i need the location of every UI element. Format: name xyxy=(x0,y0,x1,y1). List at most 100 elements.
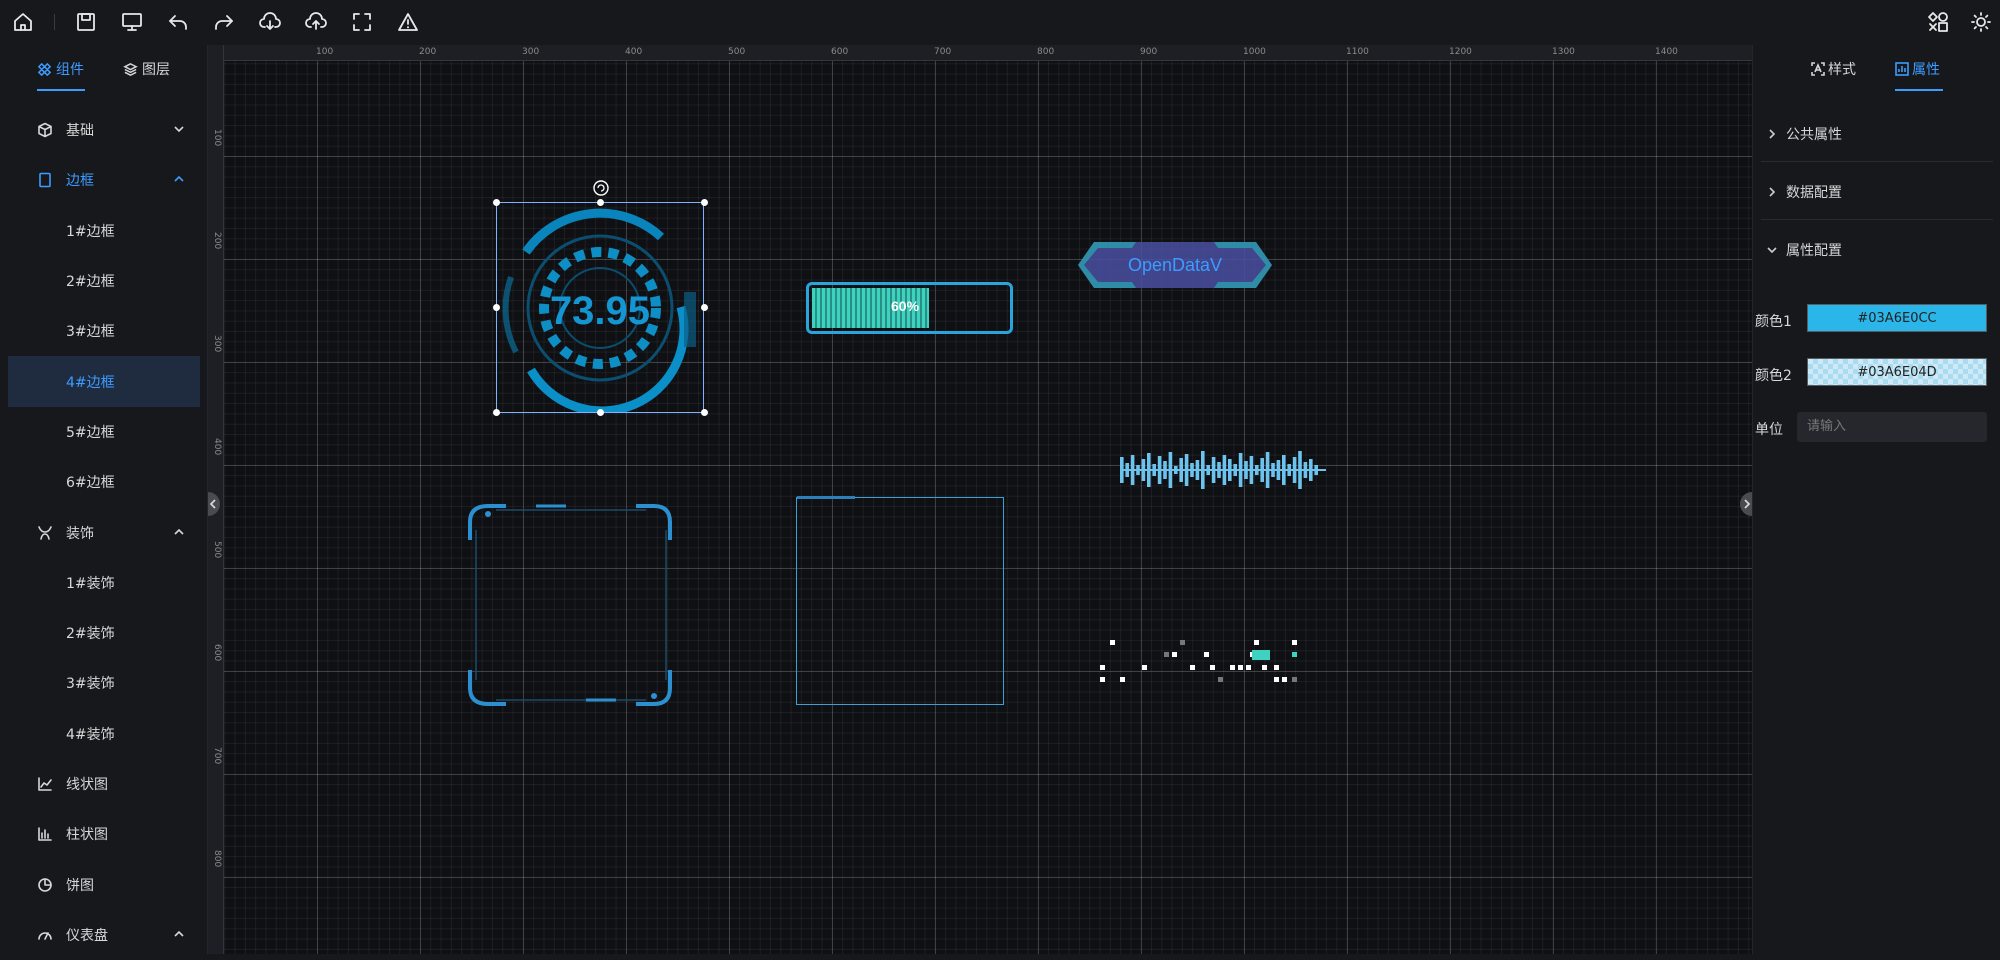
active-tab-indicator xyxy=(1895,89,1943,91)
unit-input[interactable]: 请输入 xyxy=(1797,412,1987,442)
border-frame-component-1[interactable] xyxy=(466,500,676,710)
menu-item-bar-chart[interactable]: 柱状图 xyxy=(0,809,208,859)
menu-label: 1#装饰 xyxy=(66,575,115,592)
design-canvas[interactable]: 0 100 200 300 400 500 600 700 800 900 10… xyxy=(208,45,1752,954)
canvas-grid xyxy=(208,45,1752,954)
undo-icon[interactable] xyxy=(164,8,192,36)
resize-handle[interactable] xyxy=(701,409,708,416)
save-icon[interactable] xyxy=(72,8,100,36)
menu-item-decoration-3[interactable]: 3#装饰 xyxy=(0,658,208,708)
dot xyxy=(1292,640,1297,645)
warning-icon[interactable] xyxy=(394,8,422,36)
resize-handle[interactable] xyxy=(597,409,604,416)
color2-value: #03A6E04D xyxy=(1857,364,1937,380)
chevron-down-icon xyxy=(172,122,188,138)
home-icon[interactable] xyxy=(9,8,37,36)
menu-label: 6#边框 xyxy=(66,475,115,492)
menu-item-frame-5[interactable]: 5#边框 xyxy=(0,407,208,457)
menu-item-decoration[interactable]: 装饰 xyxy=(0,507,208,557)
resize-handle[interactable] xyxy=(597,199,604,206)
wave-decoration-component[interactable] xyxy=(1116,445,1336,495)
menu-label: 4#边框 xyxy=(66,374,115,391)
ruler-label: 200 xyxy=(419,47,437,57)
ruler-label: 600 xyxy=(831,47,849,57)
dot xyxy=(1292,652,1297,657)
dots-decoration-component[interactable] xyxy=(1098,595,1318,695)
ruler-label: 500 xyxy=(728,47,746,57)
left-tabs: 组件 图层 xyxy=(0,45,207,95)
color2-picker[interactable]: #03A6E04D xyxy=(1807,358,1987,386)
fullscreen-icon[interactable] xyxy=(348,8,376,36)
component-menu: 基础 边框 1#边框 2#边框 3#边框 4#边框 5#边框 6#边框 装饰 1… xyxy=(0,105,208,960)
menu-item-frame-6[interactable]: 6#边框 xyxy=(0,457,208,507)
dot xyxy=(1204,652,1209,657)
border-frame-component-2[interactable] xyxy=(796,496,1004,705)
menu-item-frame-2[interactable]: 2#边框 xyxy=(0,256,208,306)
wave-baseline xyxy=(1120,469,1326,471)
menu-item-pie-chart[interactable]: 饼图 xyxy=(0,859,208,909)
menu-label: 柱状图 xyxy=(66,827,108,844)
active-tab-indicator xyxy=(37,89,85,91)
tab-style[interactable]: 样式 xyxy=(1811,59,1856,79)
menu-item-decoration-1[interactable]: 1#装饰 xyxy=(0,558,208,608)
resize-handle[interactable] xyxy=(493,199,500,206)
dot xyxy=(1282,677,1287,682)
collapse-left-button[interactable] xyxy=(208,492,220,516)
section-prop-config[interactable]: 属性配置 xyxy=(1761,222,1993,278)
redo-icon[interactable] xyxy=(210,8,238,36)
upload-icon[interactable] xyxy=(302,8,330,36)
theme-sun-icon[interactable] xyxy=(1967,8,1995,36)
gauge-icon xyxy=(36,926,54,944)
resize-handle[interactable] xyxy=(493,304,500,311)
gauge-component[interactable]: 73.95 xyxy=(496,202,704,413)
dot xyxy=(1100,677,1105,682)
progress-component[interactable]: 60% xyxy=(806,282,1013,334)
ruler-label: 800 xyxy=(1037,47,1055,57)
components-icon[interactable] xyxy=(1924,8,1952,36)
ruler-label: 500 xyxy=(212,541,222,559)
menu-item-frame-3[interactable]: 3#边框 xyxy=(0,306,208,356)
progress-border xyxy=(806,282,1013,334)
tab-attributes[interactable]: 属性 xyxy=(1895,59,1940,79)
resize-handle[interactable] xyxy=(493,409,500,416)
menu-item-frame-1[interactable]: 1#边框 xyxy=(0,206,208,256)
badge-text: OpenDataV xyxy=(1128,255,1222,275)
dot xyxy=(1142,665,1147,670)
layers-icon xyxy=(123,62,138,76)
decoration-icon xyxy=(36,524,54,542)
menu-item-frame-4[interactable]: 4#边框 xyxy=(8,356,200,407)
ruler-label: 100 xyxy=(316,47,334,57)
section-label: 公共属性 xyxy=(1786,126,1842,143)
dot xyxy=(1172,652,1177,657)
tab-components[interactable]: 组件 xyxy=(37,59,84,79)
menu-item-line-chart[interactable]: 线状图 xyxy=(0,759,208,809)
download-icon[interactable] xyxy=(256,8,284,36)
resize-handle[interactable] xyxy=(701,304,708,311)
rotate-handle-icon[interactable] xyxy=(592,179,610,197)
menu-label: 仪表盘 xyxy=(66,927,108,944)
menu-label: 1#边框 xyxy=(66,223,115,240)
top-toolbar xyxy=(0,0,2000,45)
preview-icon[interactable] xyxy=(118,8,146,36)
unit-label: 单位 xyxy=(1755,422,1783,438)
color1-picker[interactable]: #03A6E0CC xyxy=(1807,304,1987,332)
menu-item-decoration-4[interactable]: 4#装饰 xyxy=(0,709,208,759)
dot xyxy=(1180,640,1185,645)
title-badge-component[interactable]: OpenDataV xyxy=(1076,236,1274,294)
dot xyxy=(1246,665,1251,670)
resize-handle[interactable] xyxy=(701,199,708,206)
collapse-right-button[interactable] xyxy=(1740,492,1752,516)
menu-item-decoration-2[interactable]: 2#装饰 xyxy=(0,608,208,658)
section-label: 属性配置 xyxy=(1786,243,1842,259)
tab-label: 组件 xyxy=(56,62,84,78)
menu-item-basic[interactable]: 基础 xyxy=(0,105,208,155)
section-common-props[interactable]: 公共属性 xyxy=(1761,106,1993,162)
gauge-value: 73.95 xyxy=(550,289,650,333)
ruler-label: 100 xyxy=(212,129,222,147)
menu-item-frame[interactable]: 边框 xyxy=(0,155,208,205)
menu-item-gauge[interactable]: 仪表盘 xyxy=(0,910,208,960)
section-data-config[interactable]: 数据配置 xyxy=(1761,164,1993,220)
dot xyxy=(1274,665,1279,670)
tab-layers[interactable]: 图层 xyxy=(123,59,170,79)
ruler-label: 700 xyxy=(934,47,952,57)
